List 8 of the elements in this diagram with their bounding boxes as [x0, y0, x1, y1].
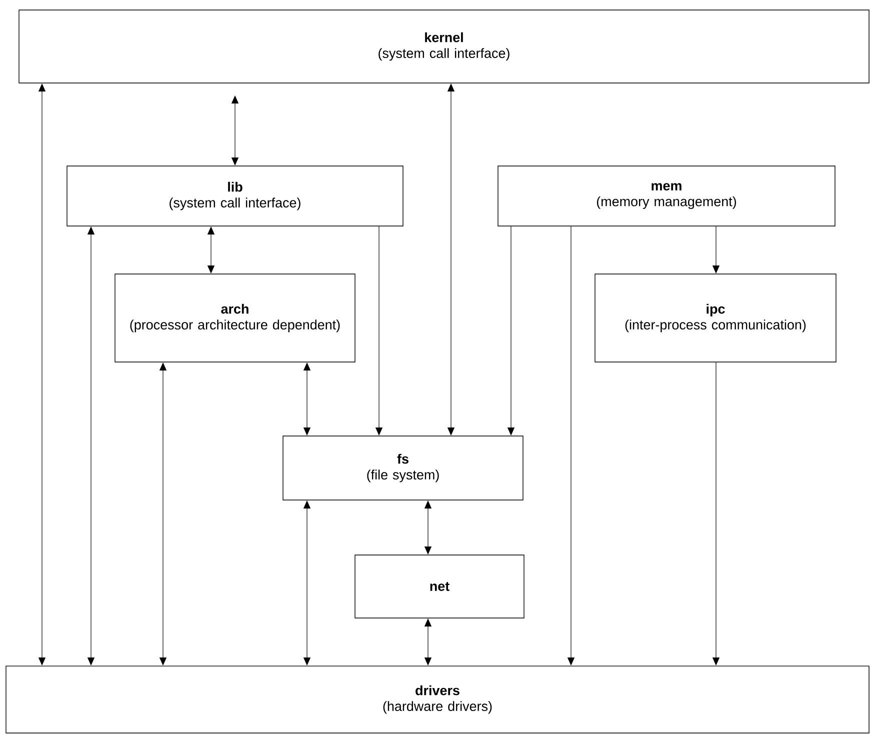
component-box: fs (file system) — [282, 436, 524, 500]
component-box: net — [354, 554, 524, 618]
component-box: mem (memory management) — [498, 166, 836, 226]
component-box: drivers (hardware drivers) — [6, 666, 870, 734]
component-box: kernel (system call interface) — [18, 10, 870, 84]
component-box: ipc (inter-process communication) — [594, 274, 836, 362]
component-box: arch (processor architecture dependent) — [114, 274, 356, 362]
component-box: lib (system call interface) — [66, 166, 404, 226]
